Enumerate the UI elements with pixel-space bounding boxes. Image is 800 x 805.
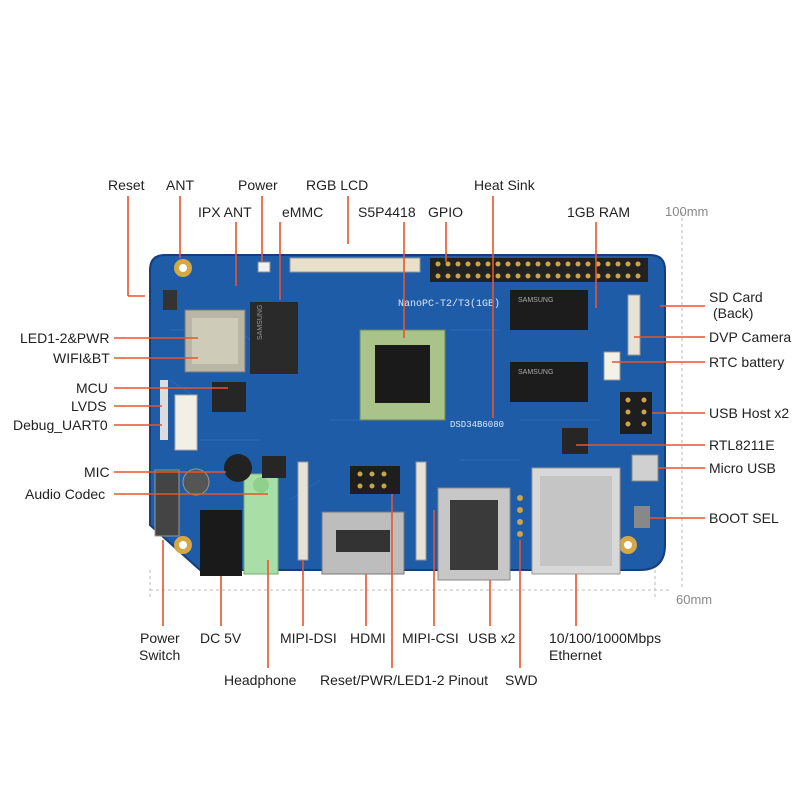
label-led-pwr: LED1-2&PWR [20,330,110,346]
label-mipi-dsi: MIPI-DSI [280,630,337,646]
mic-component [224,454,252,482]
svg-text:SAMSUNG: SAMSUNG [257,305,264,340]
headphone-jack [243,473,279,575]
lvds-connector [160,380,168,440]
usb-x2-port [437,487,511,581]
label-headphone: Headphone [224,672,297,688]
gpio-header [430,258,648,282]
rtl8211e-chip [562,428,588,454]
label-swd: SWD [505,672,538,688]
label-mcu: MCU [76,380,108,396]
usb-host-header [620,392,652,434]
label-ipx-ant: IPX ANT [198,204,252,220]
leader-lines [114,196,705,668]
power-switch [154,469,180,537]
label-power-switch-2: Switch [139,647,181,663]
label-pinout: Reset/PWR/LED1-2 Pinout [320,672,489,688]
micro-usb-port [631,454,659,482]
reset-button [163,290,177,310]
emmc-chip: SAMSUNG [250,302,298,374]
label-gpio: GPIO [428,204,464,220]
ethernet-jack [531,467,621,575]
label-heat-sink: Heat Sink [474,177,535,193]
boot-sel-switch [634,506,650,528]
label-lvds: LVDS [71,398,107,414]
label-hdmi: HDMI [350,630,386,646]
label-power: Power [238,177,278,193]
label-micro-usb: Micro USB [709,460,776,476]
label-usb-host: USB Host x2 [709,405,790,421]
label-ram: 1GB RAM [567,204,631,220]
capacitor [182,468,210,496]
label-ethernet-1: 10/100/1000Mbps [549,630,662,646]
power-led [257,261,271,273]
board-silk-code: DSD34B6080 [450,420,504,430]
dvp-camera-connector [627,294,641,356]
label-emmc: eMMC [282,204,324,220]
hdmi-port [321,511,405,575]
label-sd-card-back: (Back) [713,305,754,321]
label-mic: MIC [84,464,110,480]
mipi-csi-connector [415,461,427,561]
svg-text:SAMSUNG: SAMSUNG [518,297,553,304]
mcu-chip [212,382,246,412]
mipi-dsi-connector [297,461,309,561]
label-rtl8211e: RTL8211E [709,437,775,453]
label-ethernet-2: Ethernet [549,647,602,663]
audio-codec-chip [262,456,286,478]
label-dc5v: DC 5V [200,630,242,646]
dimension-lines [149,212,683,598]
label-usb-x2: USB x2 [468,630,516,646]
dimension-height: 100mm [665,204,708,219]
debug-uart-connector [174,394,198,451]
ram-chip-top: SAMSUNG [510,290,588,330]
dimension-width: 60mm [676,592,712,607]
svg-text:SAMSUNG: SAMSUNG [518,369,553,376]
label-mipi-csi: MIPI-CSI [402,630,459,646]
rgb-lcd-connector [289,257,421,273]
wifi-bt-module [184,309,246,373]
label-sd-card: SD Card [709,289,763,305]
ram-chip-bottom: SAMSUNG [510,362,588,402]
label-rtc-battery: RTC battery [709,354,785,370]
board-silk-title: NanoPC-T2/T3(1GB) [398,298,500,310]
rtc-battery-connector [603,351,621,381]
pinout-header [350,466,400,494]
swd-header [517,495,523,537]
s5p4418-soc [359,329,446,421]
label-power-switch-1: Power [140,630,180,646]
label-rgb-lcd: RGB LCD [306,177,369,193]
label-debug-uart: Debug_UART0 [13,417,108,433]
dc5v-jack [200,510,242,576]
label-dvp-camera: DVP Camera [709,329,792,345]
label-reset: Reset [108,177,145,193]
label-audio-codec: Audio Codec [25,486,106,502]
label-s5p4418: S5P4418 [358,204,416,220]
label-ant: ANT [166,177,194,193]
label-boot-sel: BOOT SEL [709,510,779,526]
label-wifi-bt: WIFI&BT [53,350,110,366]
